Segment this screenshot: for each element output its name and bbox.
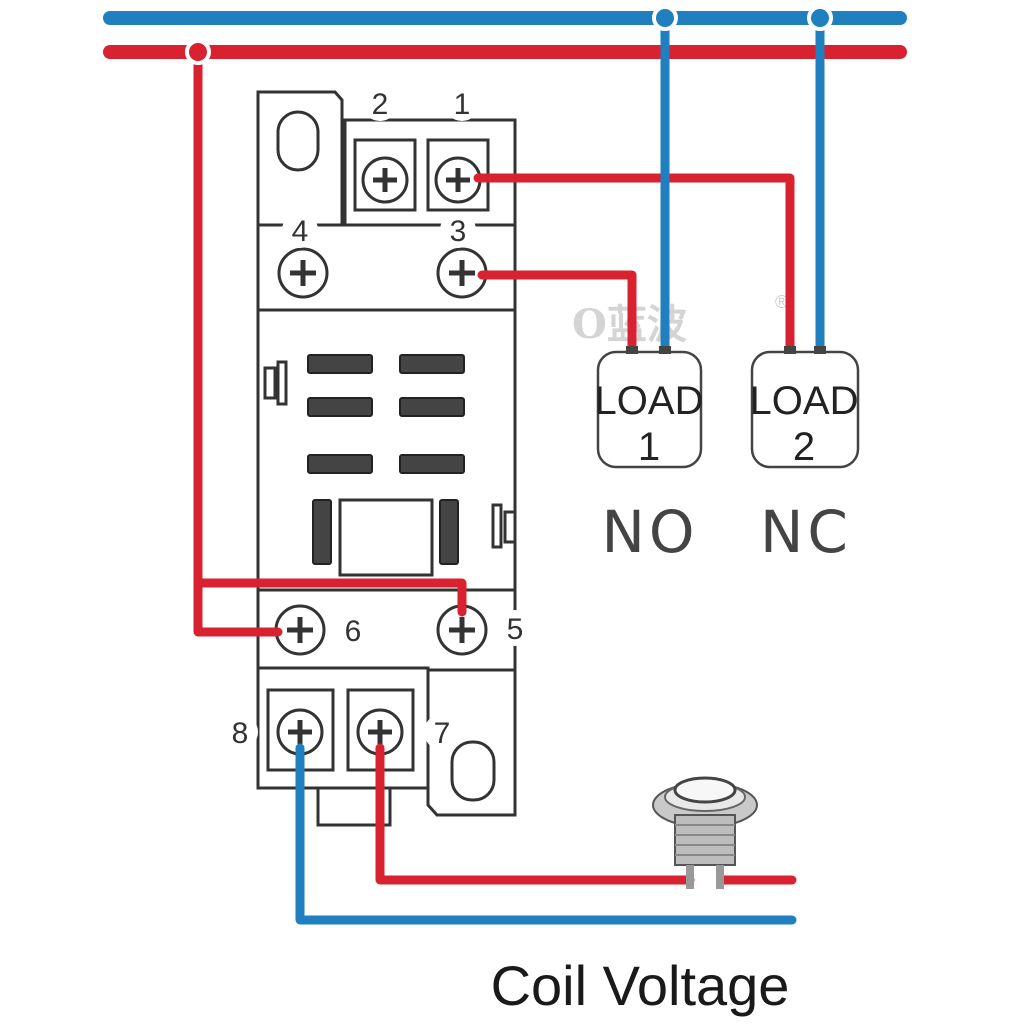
junction-blue-rail-1	[652, 5, 678, 31]
mounting-hole-top	[276, 110, 320, 172]
screw-terminal-icon	[274, 604, 326, 656]
load-1-number: 1	[638, 425, 660, 469]
terminal-label-8: 8	[232, 717, 249, 750]
screw-terminals	[274, 156, 488, 756]
red-wire-terminal-1-to-load-2	[473, 173, 795, 355]
contact-slots	[307, 354, 465, 565]
junction-blue-rail-2	[807, 5, 833, 31]
terminal-label-7: 7	[434, 717, 451, 750]
junction-dots	[185, 5, 833, 65]
red-wire-terminal-3-to-load-1	[477, 270, 637, 355]
load-2: LOAD 2	[750, 346, 860, 469]
terminal-label-4: 4	[292, 215, 309, 248]
screw-terminal-icon	[436, 604, 488, 656]
load-1-label: LOAD	[595, 379, 704, 423]
push-button-switch-icon	[652, 776, 758, 889]
terminal-label-2: 2	[372, 88, 389, 121]
load-2-number: 2	[793, 425, 815, 469]
watermark-mark: ®	[775, 292, 788, 312]
terminal-labels: 2 1 4 3 6 5 8 7	[222, 85, 533, 750]
load-2-label: LOAD	[750, 379, 859, 423]
blue-wire-terminal-8	[295, 743, 797, 925]
load-2-contact-type: NC	[760, 498, 852, 566]
coil-voltage-caption: Coil Voltage	[491, 954, 790, 1017]
watermark: O蓝波 ®	[572, 292, 788, 348]
terminal-label-6: 6	[345, 615, 362, 648]
terminal-label-3: 3	[450, 215, 467, 248]
red-wire-terminal-7-to-switch	[375, 743, 695, 885]
red-wire-to-terminal-5	[193, 578, 467, 617]
wiring	[193, 13, 825, 925]
terminal-label-5: 5	[507, 613, 524, 646]
junction-red-rail	[185, 39, 211, 65]
supply-rails	[103, 11, 907, 59]
screw-terminal-icon	[356, 708, 404, 756]
terminal-label-1: 1	[454, 88, 471, 121]
screw-terminal-icon	[277, 247, 329, 299]
mounting-hole-bottom	[450, 740, 496, 802]
screw-terminal-icon	[361, 156, 409, 204]
load-1-contact-type: NO	[601, 498, 698, 566]
load-1: LOAD 1	[595, 346, 704, 469]
screw-terminal-icon	[436, 247, 488, 299]
red-wire-rail-to-terminal-6	[193, 47, 283, 637]
screw-terminal-icon	[434, 156, 482, 204]
